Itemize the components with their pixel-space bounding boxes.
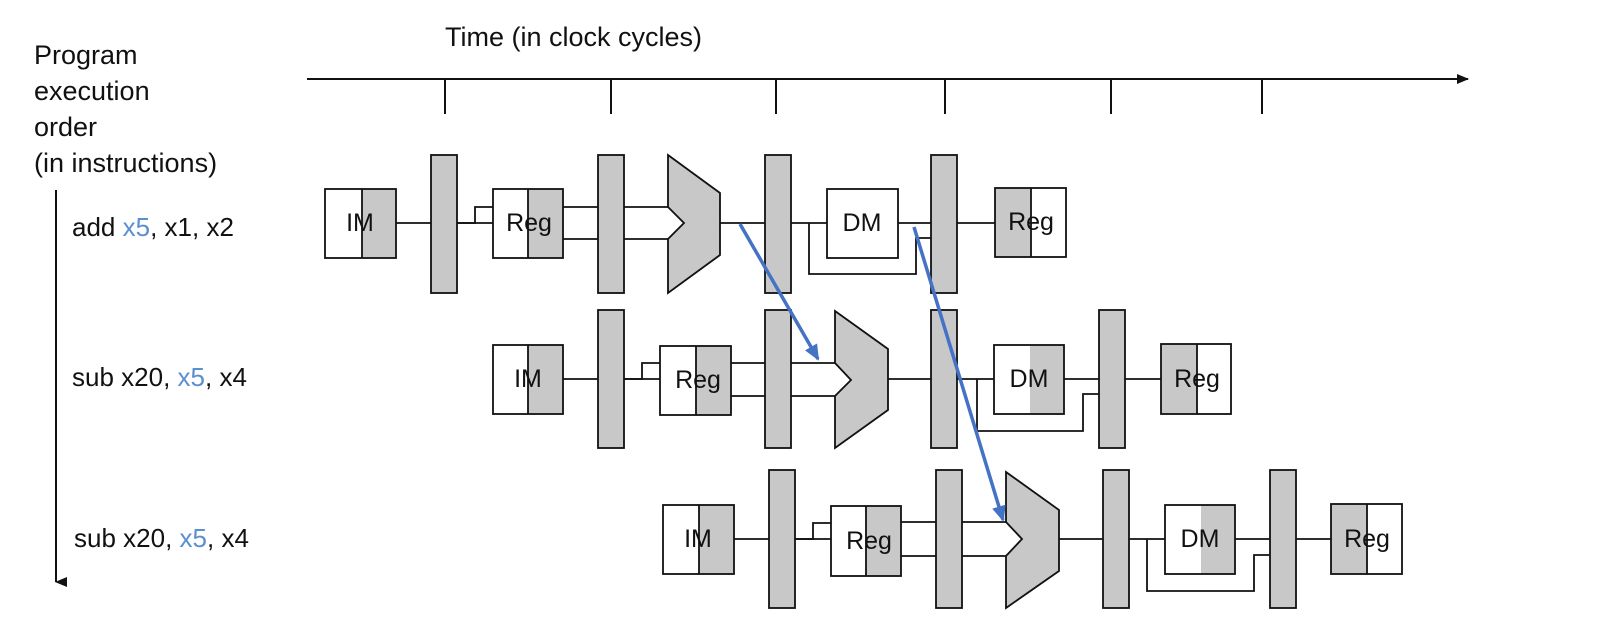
- pipeline-register: [930, 309, 958, 449]
- instruction-separator: ,: [192, 212, 207, 242]
- instruction-source-register: x4: [221, 523, 249, 553]
- instruction-dest-register: x5: [122, 212, 151, 242]
- order-axis-label-line1: Program: [34, 40, 138, 70]
- instruction-op: sub: [74, 523, 124, 553]
- data-memory-block: DM: [993, 344, 1065, 415]
- alu: [667, 153, 721, 295]
- stage-label-reg: Reg: [1174, 365, 1220, 393]
- pipeline-row-2: IM Reg DM: [492, 309, 1232, 450]
- instruction-label-3: sub x20, x5, x4: [74, 523, 249, 554]
- instruction-dest-register: x20: [121, 362, 164, 392]
- order-axis-label-line4: (in instructions): [34, 148, 218, 178]
- pipeline-register: [430, 154, 458, 294]
- register-file-writeback-block: Reg: [994, 187, 1067, 258]
- stage-label-dm: DM: [1010, 365, 1049, 393]
- pipeline-row-3: IM Reg DM: [662, 469, 1403, 610]
- instruction-source-register: x4: [219, 362, 247, 392]
- instruction-op: add: [72, 212, 123, 242]
- order-axis-label-line2: execution: [34, 76, 150, 106]
- stage-label-reg: Reg: [1008, 208, 1054, 236]
- pipeline-register: [597, 154, 625, 294]
- time-axis: [307, 74, 1469, 114]
- instruction-separator: ,: [165, 523, 180, 553]
- order-axis-label-line3: order: [34, 112, 98, 142]
- stage-label-reg: Reg: [846, 527, 892, 555]
- instruction-separator: ,: [207, 523, 222, 553]
- register-file-block: Reg: [659, 345, 732, 416]
- pipeline-register: [1102, 469, 1130, 609]
- instruction-label-1: add x5, x1, x2: [72, 212, 234, 243]
- register-file-block: Reg: [492, 188, 564, 259]
- stage-label-dm: DM: [843, 209, 882, 237]
- instruction-source-register: x1: [164, 212, 192, 242]
- forwarding-arrow-ex-to-ex: [738, 223, 820, 361]
- instruction-dest-register: x20: [123, 523, 166, 553]
- stage-label-im: IM: [346, 209, 374, 237]
- pipeline-register: [1098, 309, 1126, 449]
- instruction-memory-block: IM: [492, 344, 564, 415]
- alu: [834, 309, 889, 450]
- stage-label-im: IM: [514, 365, 542, 393]
- instruction-separator: ,: [150, 212, 165, 242]
- forwarding-arrow-mem-to-ex: [912, 226, 1006, 522]
- stage-label-dm: DM: [1181, 525, 1220, 553]
- pipeline-register: [930, 154, 958, 294]
- instruction-label-2: sub x20, x5, x4: [72, 362, 247, 393]
- register-file-block: Reg: [830, 505, 902, 577]
- instruction-source-register: x2: [206, 212, 234, 242]
- time-axis-label: Time (in clock cycles): [445, 22, 703, 52]
- pipeline-row-1: IM Reg DM: [324, 153, 1067, 295]
- stage-label-reg: Reg: [1344, 525, 1390, 553]
- instruction-op: sub: [72, 362, 122, 392]
- instruction-source-register: x5: [179, 523, 207, 553]
- register-file-writeback-block: Reg: [1330, 503, 1403, 575]
- instruction-memory-block: IM: [662, 504, 735, 575]
- instruction-source-register: x5: [177, 362, 205, 392]
- pipeline-register: [768, 469, 796, 609]
- pipeline-register: [935, 469, 963, 609]
- register-file-writeback-block: Reg: [1160, 343, 1232, 415]
- alu: [1005, 470, 1060, 610]
- instruction-separator: ,: [163, 362, 178, 392]
- pipeline-register: [764, 309, 792, 449]
- stage-label-reg: Reg: [506, 209, 552, 237]
- pipeline-register: [597, 309, 625, 449]
- pipeline-register: [1269, 469, 1297, 609]
- instruction-memory-block: IM: [324, 188, 397, 259]
- data-memory-block: DM: [1164, 504, 1236, 575]
- stage-label-reg: Reg: [675, 366, 721, 394]
- instruction-separator: ,: [205, 362, 220, 392]
- stage-label-im: IM: [684, 525, 712, 553]
